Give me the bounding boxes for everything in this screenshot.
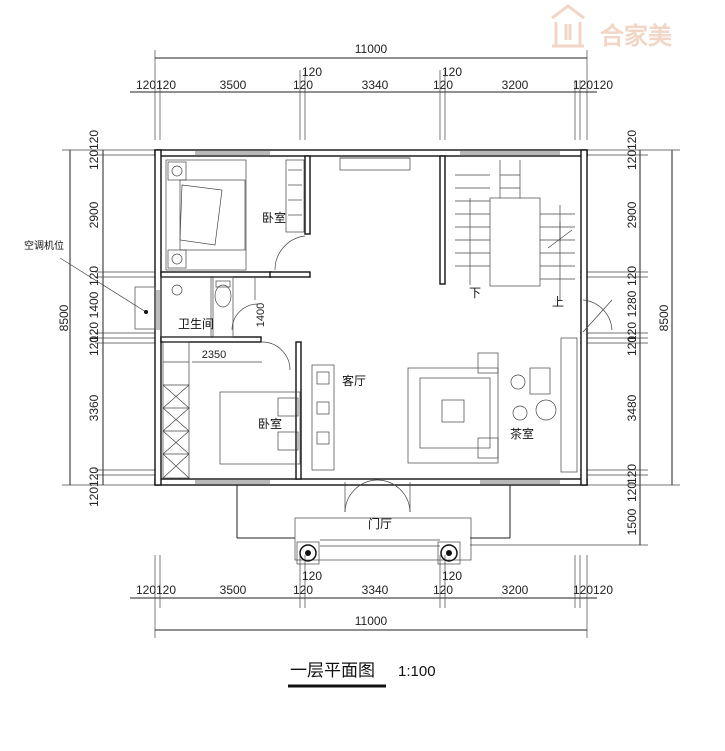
- dim-left-2: 2900: [87, 201, 101, 228]
- dim-left-5: 120: [87, 322, 101, 342]
- drawing-title: 一层平面图 1:100: [288, 661, 436, 688]
- dim-right-0: 120: [625, 130, 639, 150]
- dim-right-4: 1280: [625, 290, 639, 317]
- dim-left-0: 120: [87, 130, 101, 150]
- dim-bottom-stacked-0: 120: [302, 569, 322, 583]
- dim-top-7: 120: [573, 78, 593, 92]
- dim-right-2: 2900: [625, 201, 639, 228]
- dim-bottom-3: 120: [293, 583, 313, 597]
- dim-top-stacked-1: 120: [442, 65, 462, 79]
- dim-right-5: 120: [625, 322, 639, 342]
- dim-bottom-0: 120: [136, 583, 156, 597]
- dim-right-6: 120: [625, 336, 639, 356]
- bottom-dimensions: 120 120 3500 120 3340 120 3200 120 120 1…: [130, 555, 613, 638]
- side-door-leaf: [582, 299, 613, 333]
- walls: [154, 149, 588, 486]
- dim-right-8: 120: [625, 464, 639, 484]
- dim-top-8: 120: [593, 78, 613, 92]
- dim-right-overall: 8500: [657, 304, 671, 331]
- dim-left-overall: 8500: [57, 304, 71, 331]
- living-room: 客厅: [311, 364, 366, 471]
- staircase: 下 上: [455, 160, 575, 309]
- left-dimensions: 8500 120 120 2900 120 1400 120 120 3360 …: [57, 130, 160, 507]
- dim-top-4: 3340: [362, 78, 389, 92]
- bathroom: 卫生间 1400: [160, 276, 267, 338]
- stair-up-label: 上: [552, 295, 564, 309]
- dim-bottom-4: 3340: [362, 583, 389, 597]
- bedroom-bottom-label: 卧室: [258, 416, 282, 431]
- bedroom-top-label: 卧室: [262, 210, 286, 225]
- dim-bottom-stacked-1: 120: [442, 569, 462, 583]
- house-logo-icon: [551, 4, 585, 48]
- dim-right-10: 1500: [625, 508, 639, 535]
- dim-bottom-overall: 11000: [355, 614, 388, 628]
- dim-left-8: 120: [87, 467, 101, 487]
- bedroom-bottom: 2350 卧室: [162, 341, 301, 479]
- dim-bottom-5: 120: [433, 583, 453, 597]
- dim-left-9: 120: [87, 487, 101, 507]
- dim-bottom-6: 3200: [502, 583, 529, 597]
- bedroom-top: 卧室: [165, 159, 306, 271]
- tea-room: 茶室: [407, 337, 578, 473]
- dim-inner-2350: 2350: [202, 349, 226, 361]
- ac-unit-label: 空调机位: [24, 239, 64, 252]
- dim-right-3: 120: [625, 266, 639, 286]
- dim-bottom-8: 120: [593, 583, 613, 597]
- planter-right-icon: [437, 541, 461, 565]
- dim-inner-1400: 1400: [255, 303, 267, 327]
- dim-right-7: 3480: [625, 394, 639, 421]
- dim-top-5: 120: [433, 78, 453, 92]
- watermark-text: 合家美: [600, 22, 672, 50]
- foyer-label: 门厅: [368, 516, 392, 531]
- living-room-label: 客厅: [342, 373, 366, 388]
- top-dimensions: 11000 120 120 3500 120 3340 120 3200 120…: [130, 42, 613, 140]
- plan-scale: 1:100: [398, 663, 436, 680]
- dim-left-7: 3360: [87, 394, 101, 421]
- stair-down-label: 下: [469, 286, 481, 300]
- dim-top-overall: 11000: [355, 42, 388, 56]
- plan-title: 一层平面图: [290, 661, 375, 681]
- dim-right-1: 120: [625, 150, 639, 170]
- dim-top-stacked-0: 120: [302, 65, 322, 79]
- dim-right-9: 120: [625, 482, 639, 502]
- dim-left-1: 120: [87, 150, 101, 170]
- dim-bottom-1: 120: [156, 583, 176, 597]
- right-dimensions: 120 120 2900 120 1280 120 120 3480 120 1…: [470, 130, 680, 546]
- dim-left-4: 1400: [87, 291, 101, 318]
- dim-top-1: 120: [156, 78, 176, 92]
- dim-top-2: 3500: [220, 78, 247, 92]
- windows: [156, 151, 560, 484]
- dim-bottom-7: 120: [573, 583, 593, 597]
- dim-top-3: 120: [293, 78, 313, 92]
- dim-left-3: 120: [87, 266, 101, 286]
- foyer: 门厅: [236, 479, 511, 565]
- planter-left-icon: [296, 541, 320, 565]
- dim-top-6: 3200: [502, 78, 529, 92]
- dim-top-0: 120: [136, 78, 156, 92]
- ac-unit: 空调机位: [24, 239, 156, 330]
- tea-room-label: 茶室: [510, 426, 534, 441]
- bathroom-label: 卫生间: [178, 317, 214, 331]
- dim-left-6: 120: [87, 336, 101, 356]
- dim-bottom-2: 3500: [220, 583, 247, 597]
- watermark-logo: 合家美: [551, 4, 672, 50]
